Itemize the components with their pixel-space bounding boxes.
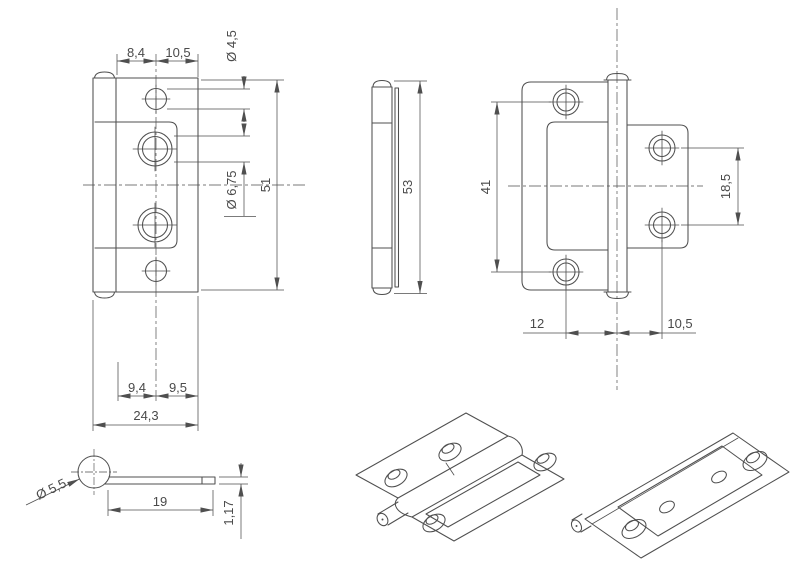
iso-open-back-leaf (355, 412, 509, 499)
dim-label-left-hole-spacing: 41 (478, 180, 493, 194)
iso-folded-pin (570, 513, 592, 533)
dim-label-leaf-thickness: 1,17 (221, 500, 236, 525)
dim-label-leaf-length: 19 (153, 494, 167, 509)
front-centerlines (83, 54, 308, 401)
dim-front-bottom: 9,4 9,5 (117, 296, 199, 431)
front-view: 8,4 10,5 Ø 4,5 Ø 6,75 51 9,4 9,5 (83, 30, 308, 431)
dim-front-top: 8,4 10,5 (116, 45, 199, 77)
side-view: 53 (371, 79, 427, 296)
iso-open-front-leaf (411, 454, 565, 542)
dim-label-overall-width: 24,3 (133, 408, 158, 423)
iso-folded-holes (621, 450, 768, 540)
iso-open-knuckle (394, 435, 523, 518)
iso-folded-outer-plate (584, 432, 790, 559)
iso-open-holes (384, 442, 557, 533)
dim-label-overall-height: 53 (400, 180, 415, 194)
dim-label-large-hole-dia: Ø 6,75 (224, 170, 239, 209)
iso-open-pin (376, 501, 409, 527)
iso-view-open (355, 412, 565, 542)
dim-knuckle-dia: Ø 5,5 (25, 475, 80, 506)
dim-leaf-thickness: 1,17 (219, 463, 248, 539)
dim-hole-offsets: 12 10,5 (523, 240, 696, 339)
section-view: Ø 5,5 19 1,17 (25, 449, 248, 539)
iso-folded-inner-plate (617, 445, 763, 537)
dim-small-hole-dia: Ø 4,5 (167, 30, 250, 122)
dim-label-large-hole-to-edge: 10,5 (165, 45, 190, 60)
iso-folded-knuckle-seam (591, 437, 739, 525)
dim-label-leaf-height: 51 (258, 178, 273, 192)
dim-label-small-hole-to-edge: 9,5 (169, 380, 187, 395)
section-outline (71, 449, 216, 495)
dim-leaf-length: 19 (107, 490, 214, 516)
back-centerlines (508, 8, 703, 390)
dim-label-edge-to-large-hole: 8,4 (127, 45, 145, 60)
dim-overall-width: 24,3 (92, 300, 198, 431)
dim-large-hole-dia: Ø 6,75 (174, 123, 256, 217)
front-holes (132, 84, 178, 286)
dim-overall-height: 53 (394, 80, 427, 294)
iso-view-folded (570, 432, 790, 559)
dim-label-knuckle-dia: Ø 5,5 (33, 475, 68, 502)
iso-open-front-leaf-recess (425, 461, 541, 528)
dim-label-left-hole-to-pin: 12 (530, 316, 544, 331)
dim-label-edge-to-small-hole: 9,4 (128, 380, 146, 395)
dim-left-hole-spacing: 41 (478, 101, 551, 273)
side-outline (371, 79, 400, 296)
dim-leaf-height: 51 (201, 79, 284, 291)
back-view: 41 18,5 12 10,5 (478, 8, 744, 390)
dim-right-hole-spacing: 18,5 (681, 147, 744, 226)
dim-label-small-hole-dia: Ø 4,5 (224, 30, 239, 62)
back-holes (548, 84, 680, 290)
dim-label-pin-to-right-hole: 10,5 (667, 316, 692, 331)
dim-label-right-hole-spacing: 18,5 (718, 174, 733, 199)
